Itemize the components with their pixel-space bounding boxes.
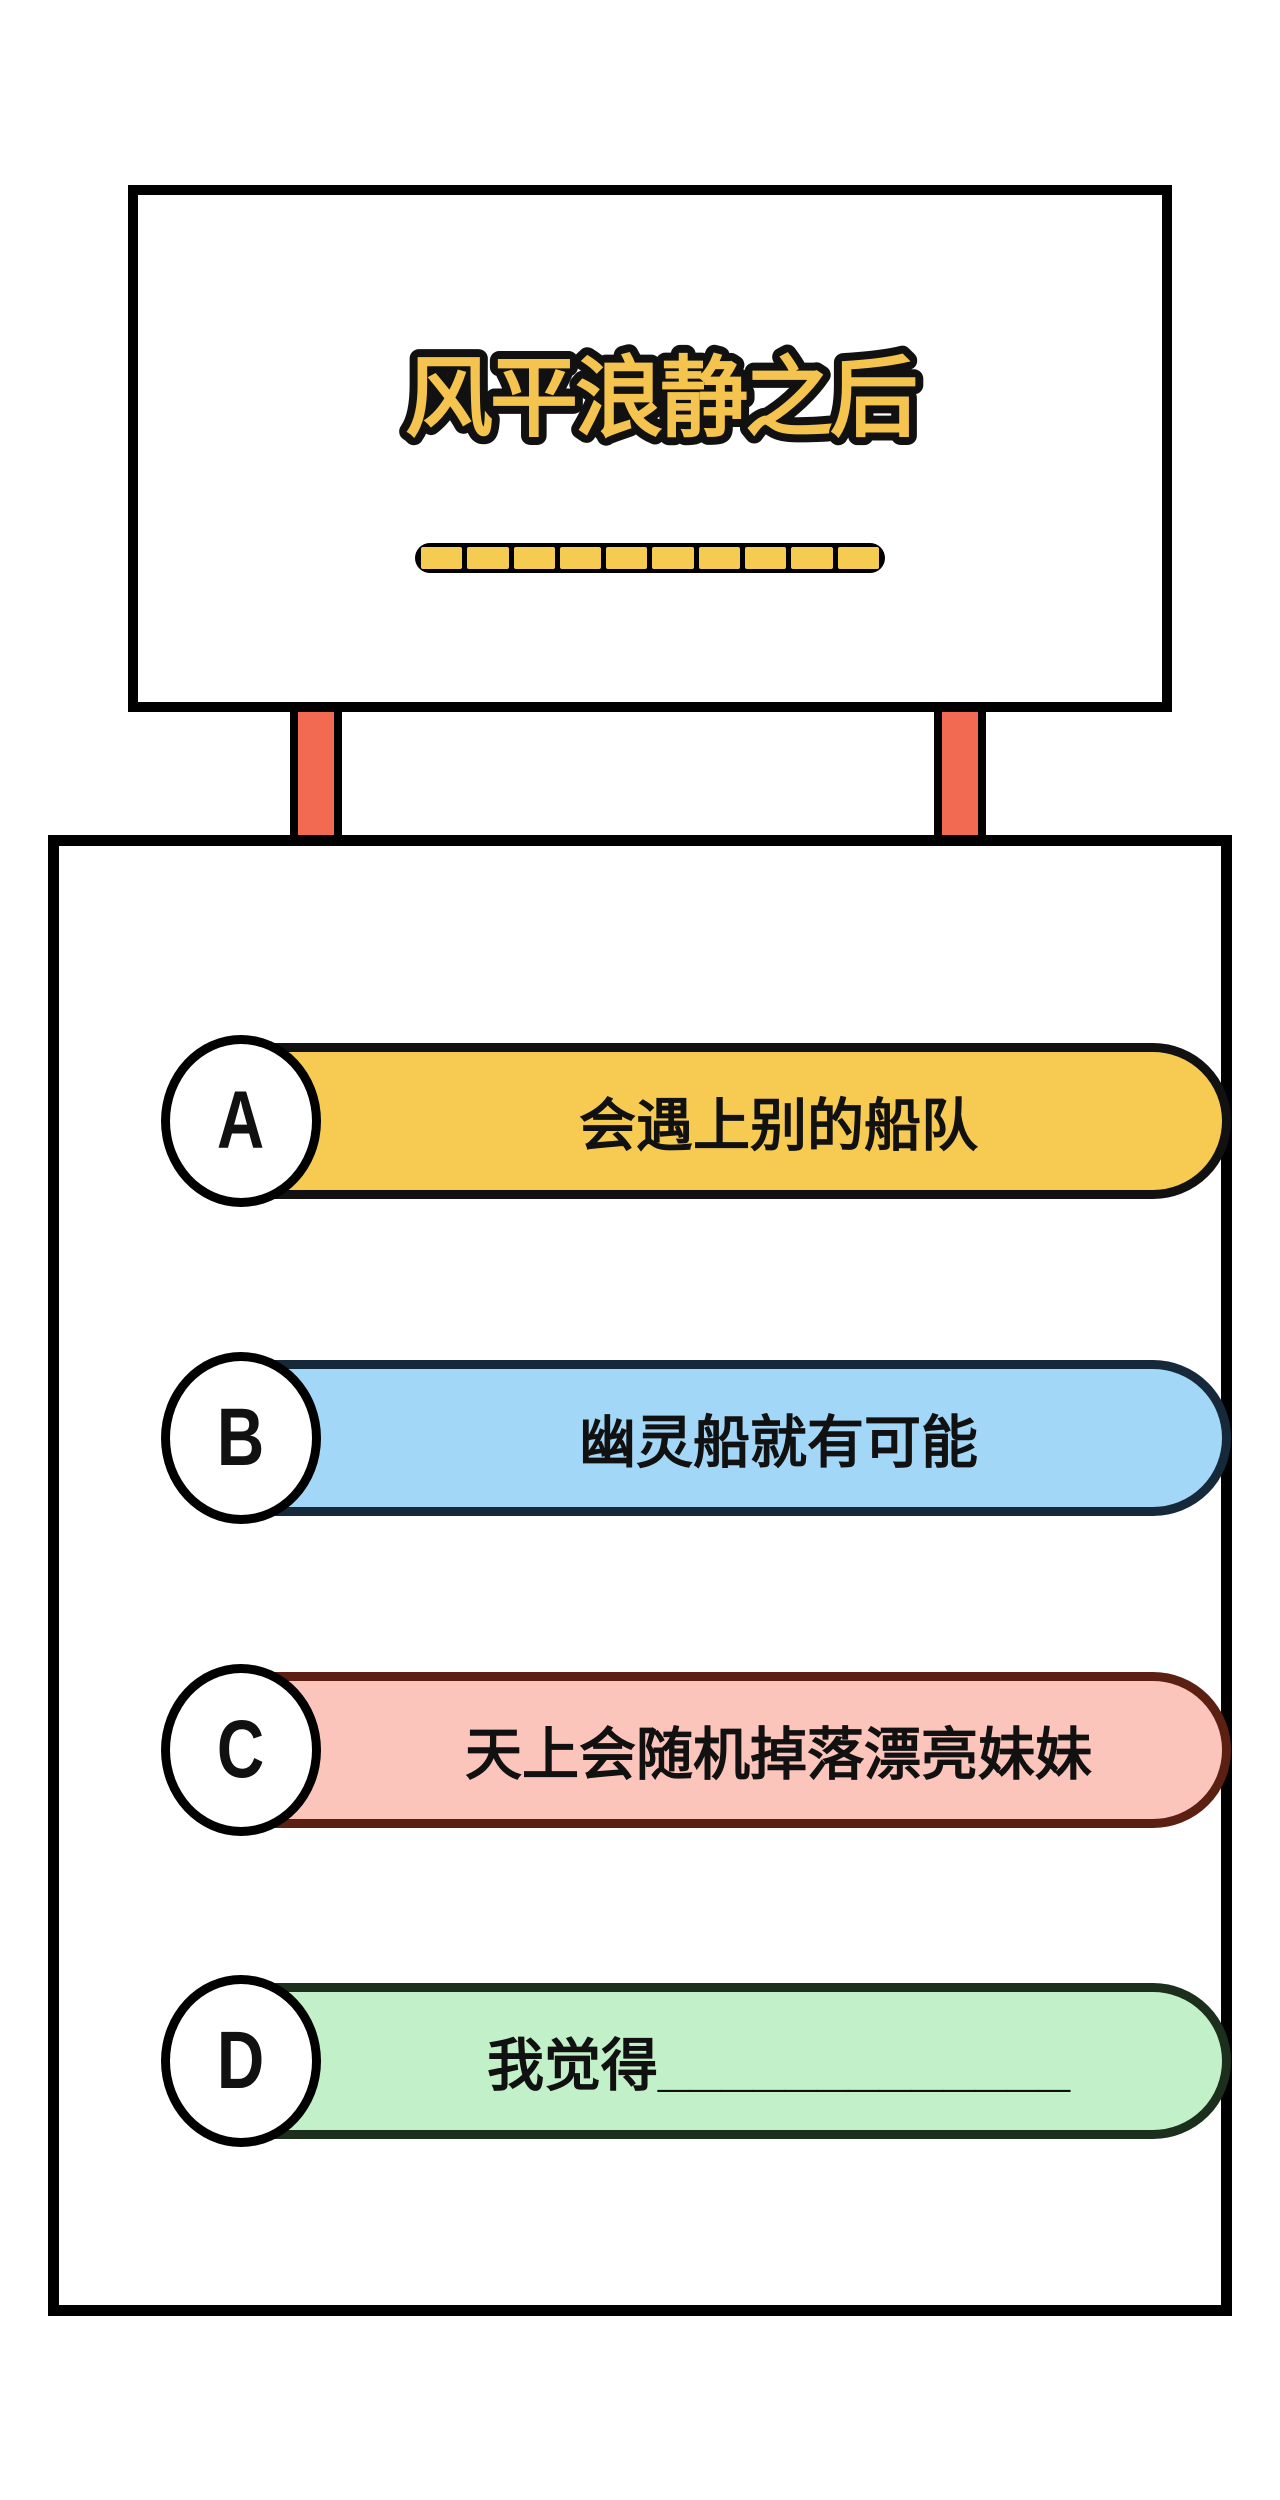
left-post <box>290 705 342 840</box>
underline-segment <box>421 547 463 569</box>
option-d-pill <box>165 1983 1231 2139</box>
option-a-pill <box>165 1043 1231 1199</box>
sign-title-art: 风平浪静之后 <box>397 341 927 456</box>
underline-segment <box>559 547 602 569</box>
option-b-letter: B <box>217 1392 265 1483</box>
option-c-cap: C <box>161 1664 321 1836</box>
underline-segment <box>606 547 648 569</box>
option-d[interactable]: D 我觉得_____________ <box>161 1975 1231 2147</box>
underline-segment <box>467 547 509 569</box>
option-c-pill <box>165 1672 1231 1828</box>
option-d-cap: D <box>161 1975 321 2147</box>
title-underline <box>415 543 885 573</box>
option-b-label: 幽灵船就有可能 <box>579 1411 978 1475</box>
right-post <box>934 705 986 840</box>
option-c-letter: C <box>217 1704 265 1795</box>
options-panel: A 会遇上别的船队 B 幽灵船就有可能 C 天上会随机掉落漂亮妹妹 D 我觉得_… <box>48 835 1232 2316</box>
option-a-letter: A <box>217 1075 265 1166</box>
option-b[interactable]: B 幽灵船就有可能 <box>161 1352 1231 1524</box>
option-c-label: 天上会随机掉落漂亮妹妹 <box>465 1723 1092 1787</box>
option-a[interactable]: A 会遇上别的船队 <box>161 1035 1231 1207</box>
option-c[interactable]: C 天上会随机掉落漂亮妹妹 <box>161 1664 1231 1836</box>
option-b-cap: B <box>161 1352 321 1524</box>
underline-segment <box>652 547 694 569</box>
underline-segment <box>745 547 787 569</box>
option-d-label: 我觉得_____________ <box>486 2034 1071 2098</box>
underline-segment <box>698 547 741 569</box>
option-b-pill <box>165 1360 1231 1516</box>
underline-segment <box>837 547 879 569</box>
option-d-letter: D <box>217 2015 265 2106</box>
underline-segment <box>791 547 833 569</box>
option-a-cap: A <box>161 1035 321 1207</box>
option-a-label: 会遇上别的船队 <box>579 1094 978 1158</box>
sign-board: 风平浪静之后 <box>128 185 1172 712</box>
underline-segment <box>513 547 555 569</box>
sign-title: 风平浪静之后 <box>405 349 916 448</box>
sign-title-wrap: 风平浪静之后 <box>138 313 1162 483</box>
